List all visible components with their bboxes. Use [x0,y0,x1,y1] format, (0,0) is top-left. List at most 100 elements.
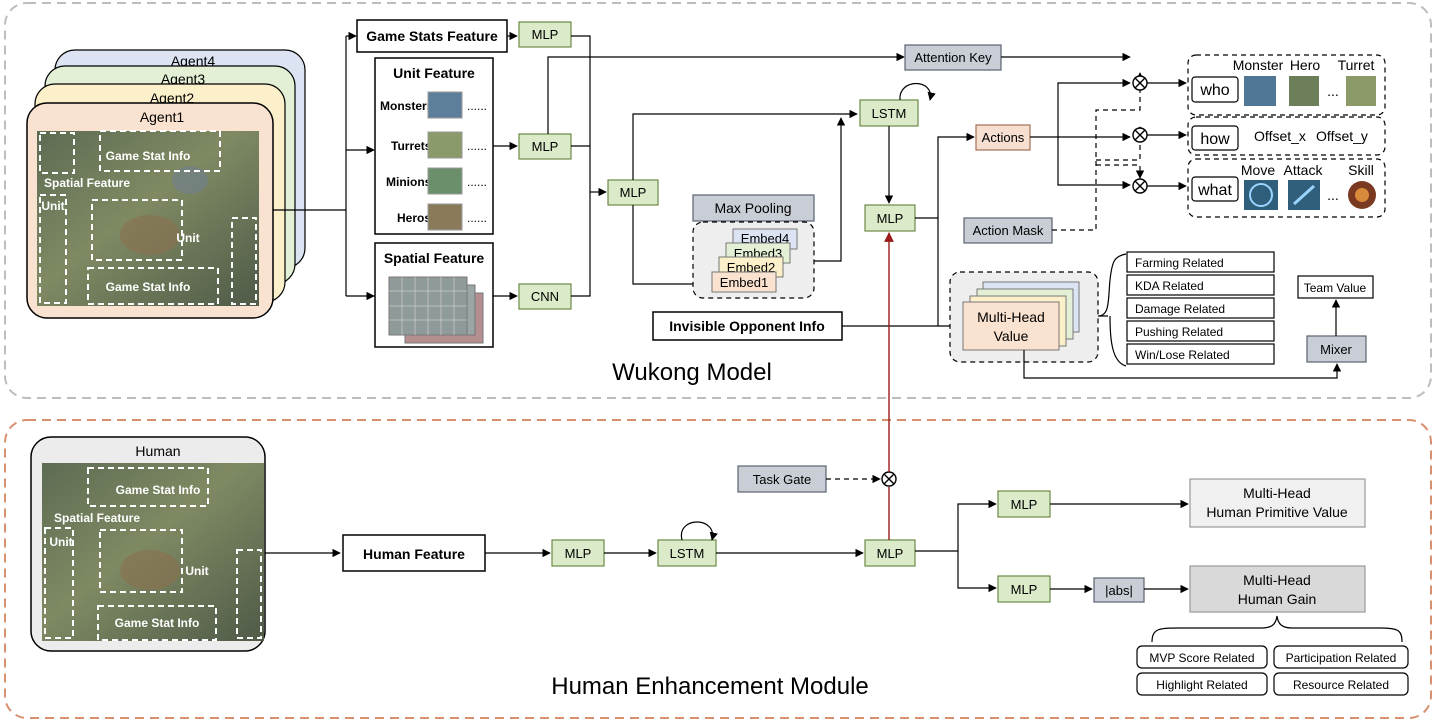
action-mask-box [963,217,1053,244]
value-head-winlose [1126,343,1275,365]
unit-row-minions: Minions [386,175,432,189]
unit-row-turrets: Turrets [391,139,432,153]
mlp-game-stats [518,21,572,48]
who-head: who Monster Hero Turret ... [1187,54,1386,116]
mlp-human-core-label: MLP [877,546,904,561]
otimes-task-gate [881,471,897,487]
value-head-winlose-label: Win/Lose Related [1135,348,1230,362]
mlp-wukong-core-label: MLP [877,211,904,226]
monster-icon [1244,76,1276,106]
value-head-damage-label: Damage Related [1135,302,1225,316]
unit-row-monsters: Monsters [380,99,434,113]
action-mask-label: Action Mask [973,223,1044,238]
unit-row-heros: Heros [397,211,431,225]
human-unit-center: Unit [185,564,208,578]
lstm-wukong-label: LSTM [872,106,907,121]
abs-label: |abs| [1105,583,1133,598]
human-label: Human [135,443,180,459]
unit-feature-box: Unit Feature Monsters ...... Turrets ...… [374,57,494,235]
who-label: who [1199,82,1229,99]
mlp-concat-label: MLP [620,185,647,200]
embed1-label: Embed1 [720,275,768,290]
embed4-label: Embed4 [741,231,789,246]
cnn-spatial-label: CNN [531,289,559,304]
section-title-wukong: Wukong Model [612,359,772,386]
otimes-how [1132,127,1148,143]
offset-y-label: Offset_y [1316,128,1368,144]
human-primitive-value-box [1189,478,1366,528]
mlp-unit [518,133,572,160]
team-value-box [1297,275,1374,299]
game-stats-feature-box [356,19,508,53]
human-feature-label: Human Feature [363,546,465,562]
how-label: how [1200,131,1230,148]
mlp-human-core [864,539,916,567]
human-gain-box [1189,565,1366,613]
human-game-stat-top: Game Stat Info [116,483,201,497]
agent3-label: Agent3 [161,71,206,87]
multi-head-value-line1: Multi-Head [977,309,1045,325]
human-gain-line1: Multi-Head [1243,572,1311,588]
gain-head-participation-label: Participation Related [1286,651,1397,665]
what-ellipsis: ... [1327,187,1339,203]
max-pooling-box [692,194,815,222]
actions-label: Actions [982,130,1025,145]
mlp-game-stats-label: MLP [532,27,559,42]
game-stats-feature-label: Game Stats Feature [366,28,498,44]
what-label: what [1197,182,1232,199]
agent2-label: Agent2 [150,90,195,106]
unit-row-dots: ...... [467,211,487,225]
human-module-frame [4,419,1432,719]
wukong-model-frame [4,2,1432,399]
hero-label: Hero [1290,57,1321,73]
hero-icon [1289,76,1319,106]
gain-heads: MVP Score Related Participation Related … [1136,645,1409,696]
gain-head-mvp-label: MVP Score Related [1149,651,1254,665]
mixer-box [1306,335,1367,363]
unit-row-dots: ...... [467,175,487,189]
agent1-game-stat-bottom: Game Stat Info [106,280,191,294]
unit-row-dots: ...... [467,99,487,113]
who-ellipsis: ... [1327,83,1339,99]
embed2-label: Embed2 [727,260,775,275]
task-gate-box [737,465,827,493]
agent4-label: Agent4 [171,53,216,69]
human-game-stat-bottom: Game Stat Info [115,616,200,630]
gain-head-resource-label: Resource Related [1293,678,1389,692]
agent1-unit-center: Unit [176,231,199,245]
human-spatial-label: Spatial Feature [54,511,140,525]
value-head-pushing-label: Pushing Related [1135,325,1223,339]
turret-icon [1346,76,1376,106]
attention-key-box [904,44,1002,71]
gain-head-participation [1273,645,1409,669]
mlp-human-input-label: MLP [565,546,592,561]
otimes-what [1132,178,1148,194]
task-gate-label: Task Gate [753,472,812,487]
gain-head-highlight-label: Highlight Related [1156,678,1247,692]
turret-label: Turret [1338,57,1375,73]
abs-box [1093,577,1145,603]
how-head: how Offset_x Offset_y [1187,116,1386,156]
spatial-feature-label: Spatial Feature [384,250,485,266]
value-head-kda [1126,274,1275,296]
attention-key-label: Attention Key [914,50,992,65]
human-primitive-value-line2: Human Primitive Value [1206,504,1348,520]
agent1-game-stat-top: Game Stat Info [106,149,191,163]
mlp-concat [607,179,659,206]
gain-head-highlight [1136,672,1268,696]
spatial-feature-box: Spatial Feature [374,242,494,348]
skill-label: Skill [1348,162,1374,178]
value-head-kda-label: KDA Related [1135,279,1204,293]
attack-label: Attack [1284,162,1324,178]
mlp-gain-label: MLP [1011,582,1038,597]
gain-head-mvp [1136,645,1268,669]
agent1-unit-left: Unit [41,199,64,213]
team-value-label: Team Value [1304,281,1367,295]
embed1 [711,271,777,293]
mixer-label: Mixer [1320,342,1352,357]
monster-label: Monster [1233,57,1284,73]
section-title-human: Human Enhancement Module [551,673,869,700]
human-gain-line2: Human Gain [1238,591,1317,607]
human-unit-left: Unit [49,535,72,549]
